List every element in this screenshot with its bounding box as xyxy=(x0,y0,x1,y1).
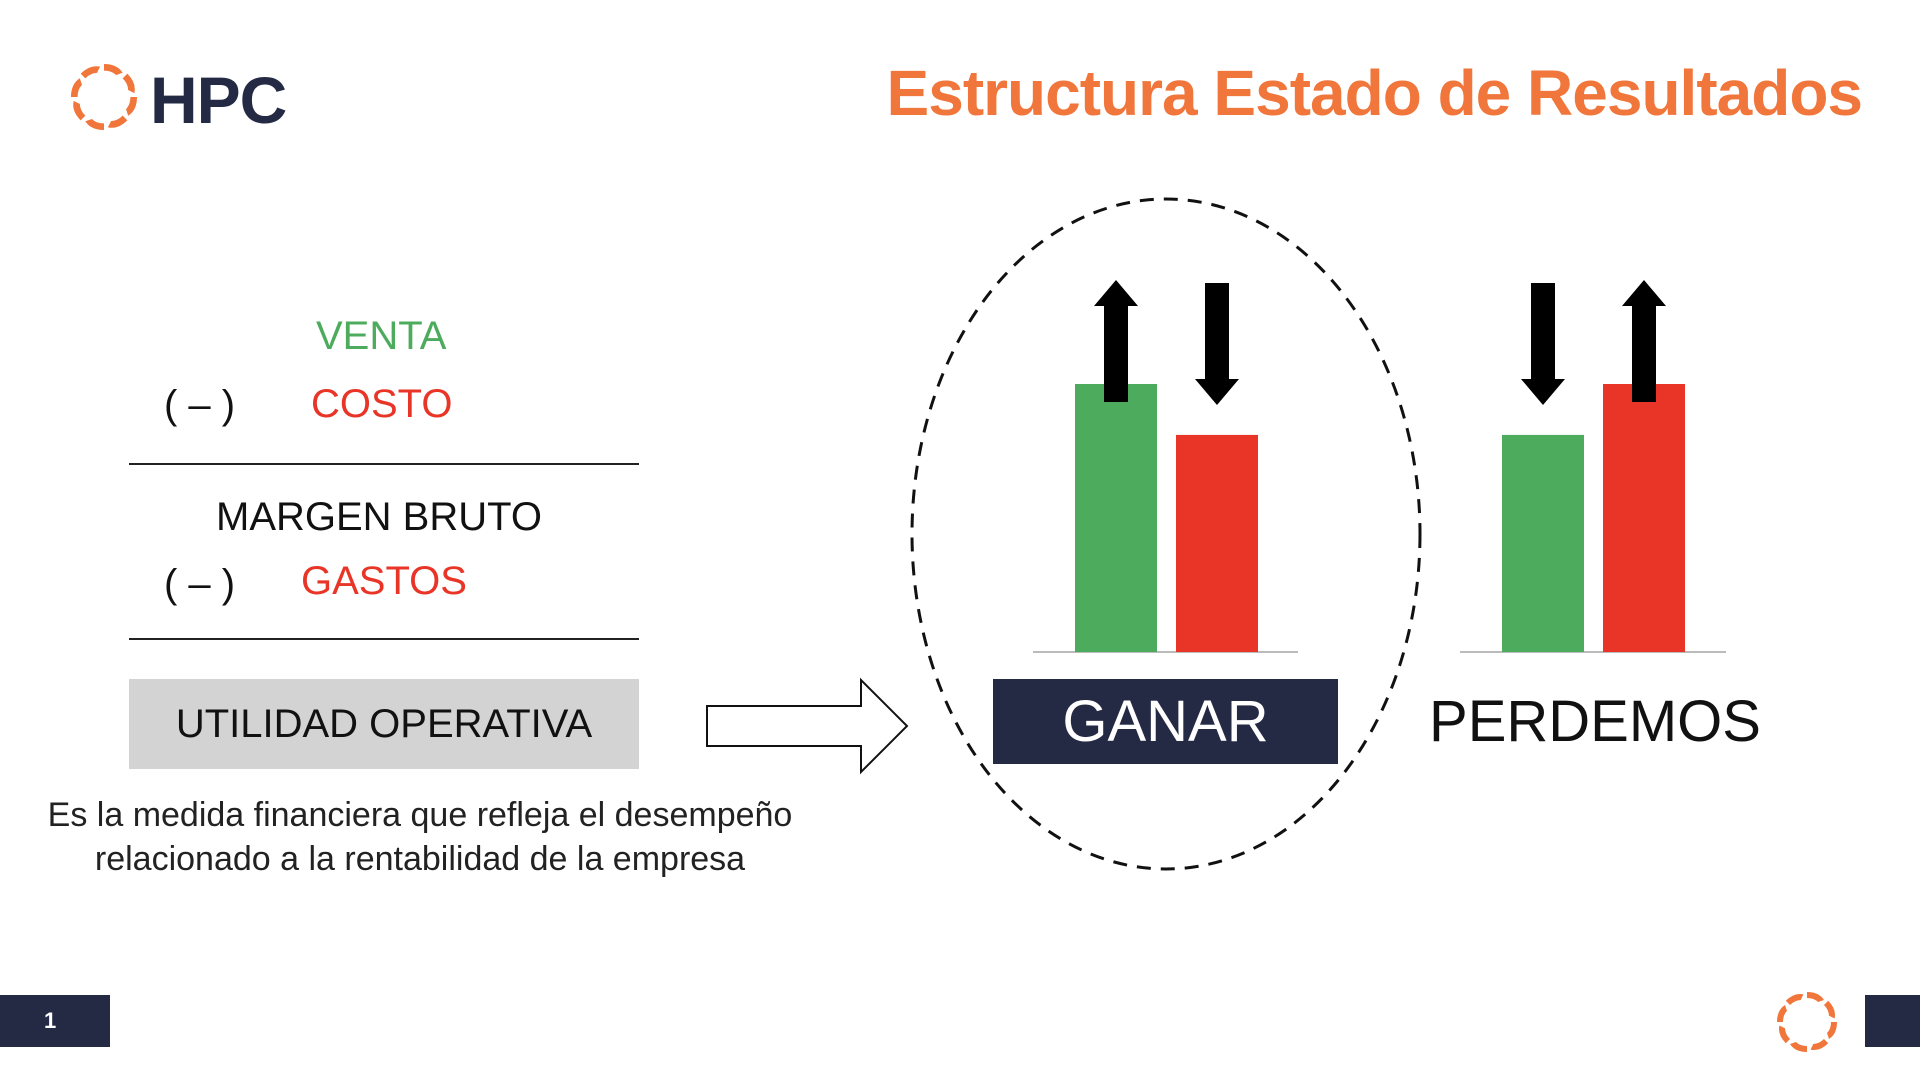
logo-petal xyxy=(126,97,138,116)
utilidad-operativa-label: UTILIDAD OPERATIVA xyxy=(175,701,593,746)
logo-petal xyxy=(85,119,104,130)
divider-2 xyxy=(129,638,639,640)
ganar-bar-venta xyxy=(1075,384,1157,652)
logo-petal xyxy=(73,100,86,121)
utilidad-operativa-box: UTILIDAD OPERATIVA xyxy=(129,679,639,769)
logo-petal xyxy=(1779,1025,1791,1044)
logo-petal xyxy=(107,115,128,128)
ganar-label: GANAR xyxy=(1062,689,1269,754)
perdemos-bar-costo xyxy=(1603,384,1685,652)
ganar-bar-costo xyxy=(1176,434,1258,652)
page-number: 1 xyxy=(44,1008,57,1033)
perdemos-bar-venta xyxy=(1502,434,1584,652)
perdemos-label: PERDEMOS xyxy=(1429,689,1761,754)
minus-sign: ( – ) xyxy=(164,383,236,427)
logo-petal xyxy=(1810,1038,1829,1050)
margen-bruto-label: MARGEN BRUTO xyxy=(216,495,542,539)
venta-label: VENTA xyxy=(316,314,447,358)
gastos-label: GASTOS xyxy=(301,559,467,603)
down-arrow-icon xyxy=(1521,283,1565,405)
page-number-badge: 1 xyxy=(0,995,110,1047)
logo-petal xyxy=(1827,1022,1837,1039)
logo-petal xyxy=(104,64,123,75)
logo-petal xyxy=(1823,1000,1835,1019)
logo-text: HPC xyxy=(150,63,287,137)
logo-petal xyxy=(80,66,101,79)
logo-petal xyxy=(70,78,82,97)
up-arrow-icon xyxy=(1622,280,1666,402)
logo-petal xyxy=(122,73,135,94)
costo-label: COSTO xyxy=(311,382,453,426)
logo-petal xyxy=(1807,992,1824,1002)
footer-corner-block xyxy=(1865,995,1920,1047)
page-title: Estructura Estado de Resultados xyxy=(886,57,1863,129)
logo-petal xyxy=(1790,1042,1807,1052)
up-arrow-icon xyxy=(1094,280,1138,402)
ganar-box: GANAR xyxy=(993,679,1338,764)
highlight-ellipse xyxy=(910,197,1422,871)
down-arrow-icon xyxy=(1195,283,1239,405)
description-text: Es la medida financiera que refleja el d… xyxy=(47,796,793,878)
minus-sign: ( – ) xyxy=(164,562,236,606)
logo-petal xyxy=(1777,1005,1787,1022)
logo-petal xyxy=(1785,994,1804,1006)
divider-1 xyxy=(129,463,639,465)
